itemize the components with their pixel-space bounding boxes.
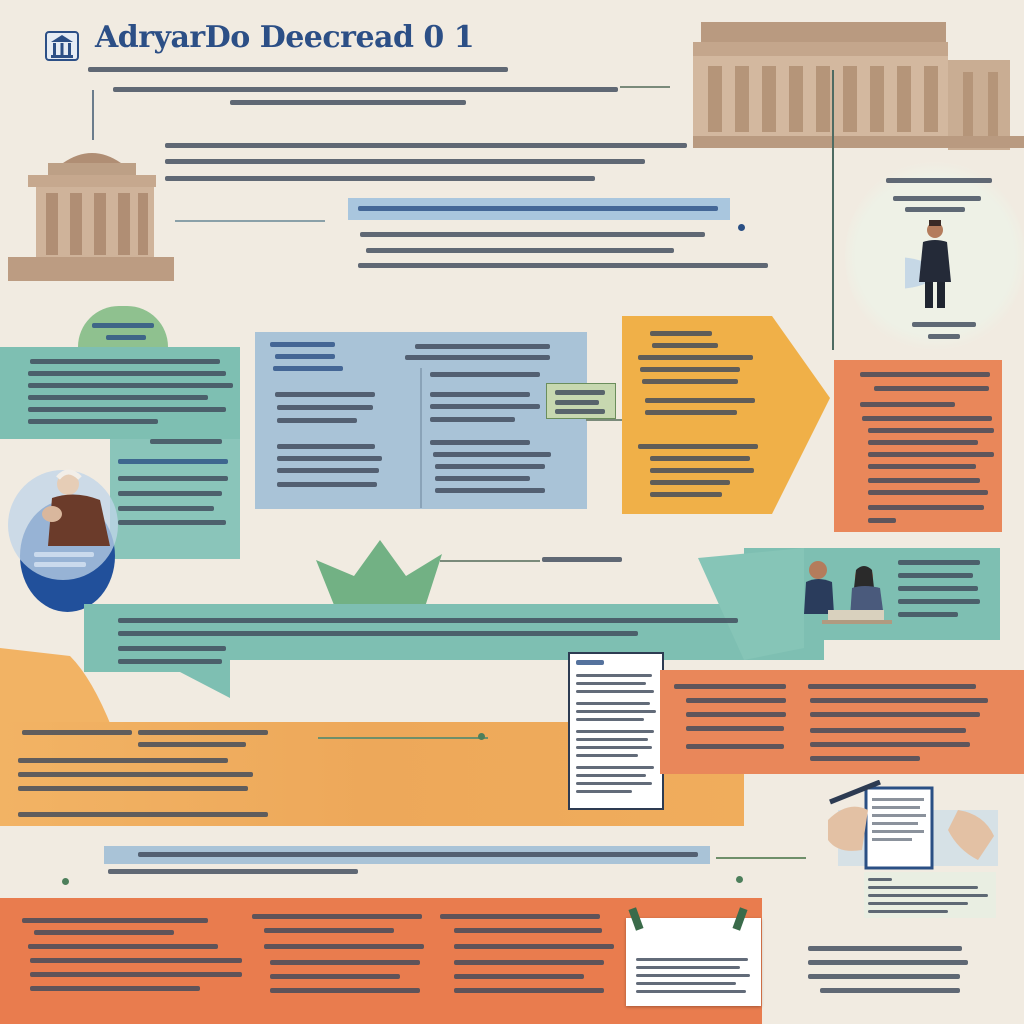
- teal-band: [84, 548, 1000, 698]
- document-icon: [568, 652, 664, 810]
- courthouse-icon: [693, 22, 1024, 150]
- yellow-arrow-panel: [622, 316, 830, 514]
- page-title: AdryarDo Deecread 0 1: [95, 20, 475, 55]
- teal-panel-body: [110, 439, 240, 559]
- note-card: [864, 872, 996, 918]
- building-icon: [45, 31, 79, 61]
- hands-icon: [828, 780, 998, 870]
- teal-panel-top: [0, 347, 240, 439]
- orange-panel-right: [834, 360, 1002, 532]
- info-banner-bottom: [104, 846, 710, 864]
- orange-blob: [0, 648, 112, 728]
- courthouse-icon: [8, 153, 174, 281]
- person-icon: [42, 469, 110, 546]
- people-icon: [804, 561, 892, 624]
- note-card: [546, 383, 616, 419]
- document-icon: [626, 918, 761, 1006]
- crown-icon: [316, 540, 442, 610]
- blue-panel: [255, 332, 587, 509]
- person-icon: [905, 220, 951, 308]
- info-banner: [348, 198, 730, 220]
- orange-panel-band: [660, 670, 1024, 774]
